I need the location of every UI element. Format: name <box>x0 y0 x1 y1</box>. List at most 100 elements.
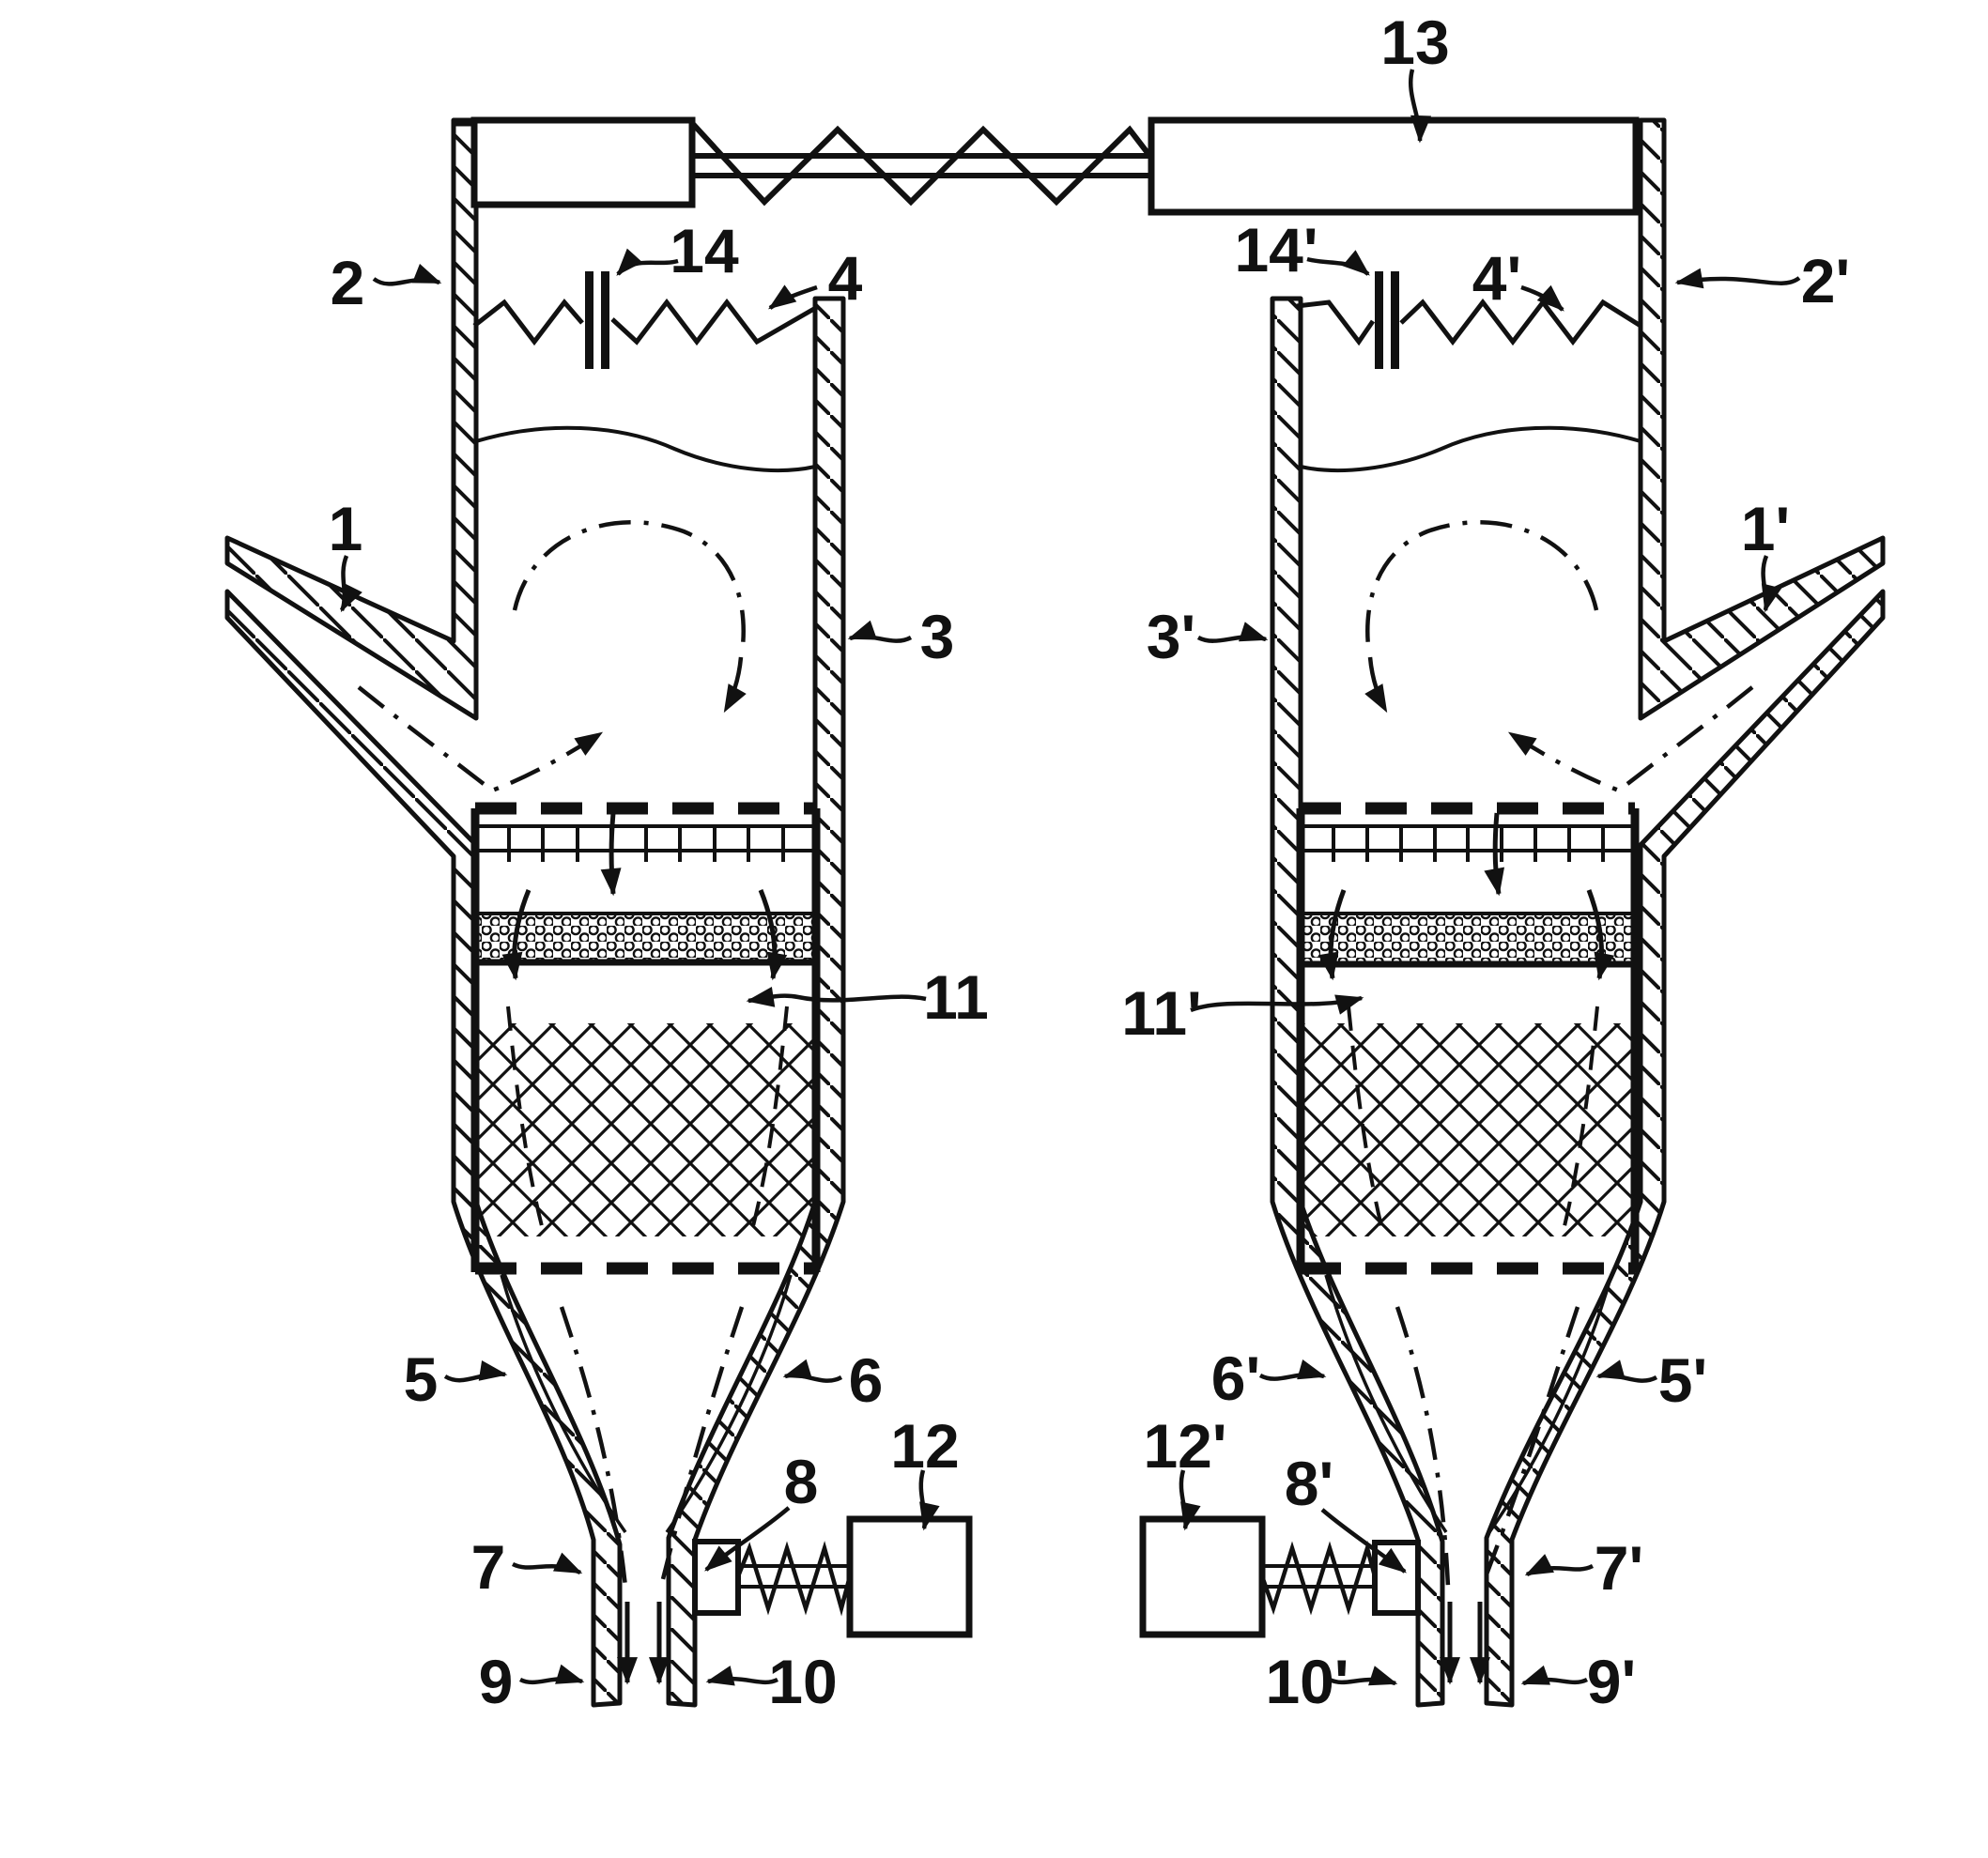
right-actuator-box-12p <box>1139 1515 1266 1638</box>
leader-11 <box>746 987 927 1007</box>
leader-2p <box>1674 268 1801 289</box>
left-inlet-flow-arrow <box>357 685 604 793</box>
left-capacitor-plate-a <box>585 271 593 369</box>
right-inlet-flow-arrow <box>1507 685 1754 793</box>
ref-label-4: 4 <box>828 243 863 313</box>
leader-14p <box>1306 250 1370 276</box>
right-outer-wall-lower-inlet-bottom-wall-and-funnel <box>1484 589 1886 1708</box>
coupling-spring-zigzag <box>689 120 1154 207</box>
right-granule-arrow-a <box>1318 889 1347 981</box>
bottom-actuators <box>692 1515 1421 1638</box>
ref-label-14p: 14' <box>1234 215 1318 284</box>
right-capacitor-plate-b <box>1391 271 1399 369</box>
left-capacitor-plate-b <box>601 271 609 369</box>
leader-7p <box>1524 1554 1595 1577</box>
leader-1 <box>339 555 362 613</box>
leader-3p <box>1196 622 1269 643</box>
left-funnel-liner-a <box>500 1274 627 1534</box>
leader-14 <box>616 248 679 276</box>
right-granule-layer <box>1300 914 1635 964</box>
left-top-box <box>470 116 696 208</box>
left-funnel-liner-b <box>665 1274 793 1534</box>
right-zigzag-4b <box>1399 298 1642 346</box>
leader-1p <box>1761 555 1782 613</box>
ref-label-11p: 11' <box>1121 978 1201 1048</box>
left-zigzag-4b <box>610 298 821 346</box>
left-liquid-line <box>475 425 816 473</box>
ref-label-9p: 9' <box>1587 1647 1636 1716</box>
ref-label-11: 11 <box>923 962 989 1032</box>
left-funnel-flow-a <box>559 1306 628 1588</box>
left-packing-11 <box>475 1023 817 1236</box>
ref-label-3p: 3' <box>1147 602 1195 671</box>
flow-paths <box>357 520 1754 1588</box>
ref-label-3: 3 <box>920 602 955 671</box>
callout-leaders <box>339 69 1801 1686</box>
solid-flow-arrows <box>501 812 1615 1685</box>
ref-label-10: 10 <box>768 1647 837 1716</box>
leader-3 <box>847 620 913 643</box>
ref-label-2p: 2' <box>1801 246 1850 315</box>
liquid-surfaces <box>475 425 1641 473</box>
leader-2 <box>372 263 442 286</box>
right-funnel-liner-b <box>1487 1274 1613 1534</box>
leader-4 <box>768 284 818 310</box>
leader-6p <box>1258 1359 1327 1381</box>
ref-label-9: 9 <box>479 1647 514 1716</box>
right-grate-down-arrow <box>1484 812 1505 897</box>
ref-label-13: 13 <box>1380 8 1449 77</box>
leader-9 <box>518 1664 585 1685</box>
right-funnel-flow-a <box>1395 1306 1451 1588</box>
right-circulation-down-arrow <box>1364 656 1388 714</box>
right-funnel-flow-b <box>1479 1306 1580 1588</box>
leader-9p <box>1520 1665 1589 1686</box>
leader-5 <box>443 1360 508 1383</box>
leader-10p <box>1328 1666 1398 1686</box>
right-funnel-liner-a <box>1324 1274 1448 1533</box>
ref-label-10p: 10' <box>1265 1647 1348 1716</box>
right-bed-internals <box>1296 802 1640 1275</box>
top-assembly <box>453 116 1642 369</box>
leader-12p <box>1179 1469 1201 1531</box>
ref-label-7p: 7' <box>1595 1533 1643 1603</box>
left-funnel-flow-b <box>658 1306 745 1588</box>
ref-label-6: 6 <box>849 1345 884 1415</box>
ref-label-12p: 12' <box>1143 1411 1226 1481</box>
leader-4p <box>1520 284 1564 312</box>
leader-5p <box>1595 1359 1658 1383</box>
ref-label-12: 12 <box>890 1411 959 1481</box>
funnel-inner-lines <box>500 1274 1613 1534</box>
ref-label-1p: 1' <box>1741 494 1790 563</box>
ref-label-5p: 5' <box>1658 1345 1707 1415</box>
box-13 <box>1148 116 1640 216</box>
left-actuator-box-12 <box>846 1515 973 1638</box>
ref-label-1: 1 <box>329 494 363 563</box>
ref-label-7: 7 <box>471 1532 506 1602</box>
right-zigzag-4 <box>1296 299 1376 346</box>
leader-11p <box>1190 994 1364 1015</box>
right-capacitor-plate-a <box>1375 271 1383 369</box>
leader-8p <box>1320 1508 1407 1574</box>
ref-label-4p: 4' <box>1472 243 1521 313</box>
ref-label-2: 2 <box>331 248 365 317</box>
callout-texts: 1 2 3 4 5 6 7 8 9 10 11 12 13 14 1' 2' 3… <box>329 8 1851 1716</box>
leader-12 <box>918 1469 940 1531</box>
leader-13 <box>1408 69 1432 144</box>
ref-label-5: 5 <box>404 1344 439 1414</box>
right-packing-11p <box>1300 1023 1635 1236</box>
left-bed-internals <box>470 802 821 1275</box>
left-granule-layer <box>475 914 817 962</box>
right-inner-tube-wall-and-funnel <box>1270 296 1445 1708</box>
ref-label-8p: 8' <box>1285 1449 1333 1518</box>
left-outer-wall-lower-inlet-bottom-wall-and-funnel <box>224 589 623 1708</box>
ref-label-6p: 6' <box>1211 1344 1260 1413</box>
left-granule-arrow-a <box>501 889 532 981</box>
left-zigzag-4 <box>472 299 584 346</box>
leader-10 <box>705 1666 779 1686</box>
ref-label-14: 14 <box>670 216 739 285</box>
right-granule-arrow-b <box>1586 889 1615 981</box>
left-grate-bars <box>507 826 785 862</box>
left-granule-arrow-b <box>758 889 788 981</box>
